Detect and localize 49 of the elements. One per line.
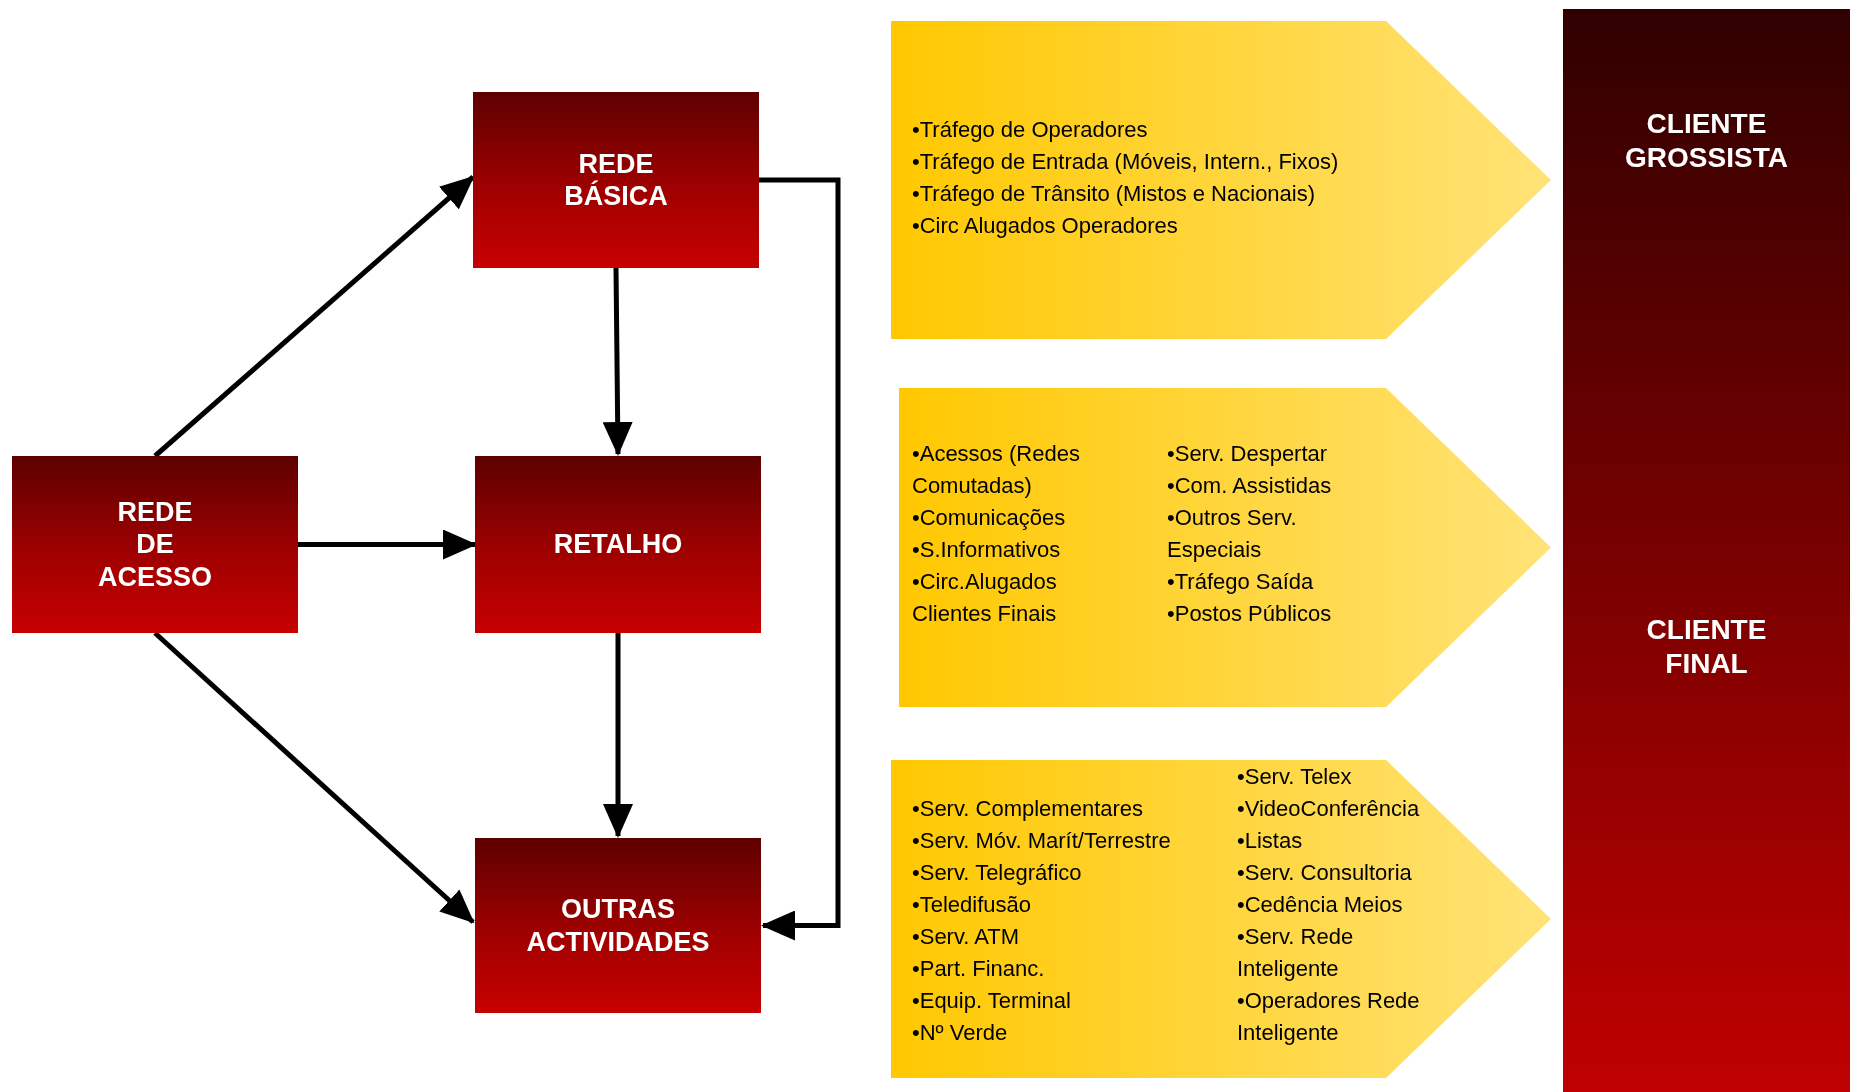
list-item: •Serv. Telex bbox=[1237, 763, 1353, 791]
process-box bbox=[473, 92, 759, 268]
arrow bbox=[298, 529, 477, 560]
list-item: •Tráfego de Trânsito (Mistos e Nacionais) bbox=[912, 180, 1317, 208]
list-item: •Part. Financ. bbox=[912, 955, 1046, 983]
band-label: CLIENTE GROSSISTA bbox=[1625, 107, 1788, 175]
list-item: •Serv. Rede Inteligente bbox=[1237, 923, 1355, 983]
client-band bbox=[1563, 328, 1850, 1092]
process-box bbox=[475, 456, 761, 633]
list-item: •Nº Verde bbox=[912, 1019, 1009, 1047]
list-item: •Tráfego Saída bbox=[1167, 568, 1315, 596]
list-item: •Serv. Móv. Marít/Terrestre bbox=[912, 827, 1172, 855]
arrow bbox=[603, 633, 633, 838]
pentagon-panel bbox=[891, 21, 1551, 339]
box-label: REDE BÁSICA bbox=[564, 147, 668, 213]
list-item: •Cedência Meios bbox=[1237, 891, 1404, 919]
list-item: •VideoConferência bbox=[1237, 795, 1421, 823]
process-box bbox=[12, 456, 298, 633]
list-item: •Postos Públicos bbox=[1167, 600, 1333, 628]
client-band bbox=[1563, 9, 1850, 328]
list-item: •Operadores Rede Inteligente bbox=[1237, 987, 1421, 1047]
arrow bbox=[153, 175, 475, 458]
list-item: •Outros Serv. Especiais bbox=[1167, 504, 1298, 564]
list-item: •S.Informativos bbox=[912, 536, 1062, 564]
list-item: •Serv. Complementares bbox=[912, 795, 1145, 823]
list-item: •Comunicações bbox=[912, 504, 1067, 532]
list-item: •Equip. Terminal bbox=[912, 987, 1072, 1015]
process-box bbox=[475, 838, 761, 1013]
box-label: OUTRAS ACTIVIDADES bbox=[526, 893, 710, 958]
list-item: •Circ.Alugados Clientes Finais bbox=[912, 568, 1058, 628]
arrow bbox=[602, 267, 633, 456]
list-item: •Teledifusão bbox=[912, 891, 1032, 919]
arrow bbox=[759, 177, 841, 941]
list-item: •Serv. Telegráfico bbox=[912, 859, 1083, 887]
list-item: •Serv. ATM bbox=[912, 923, 1021, 951]
list-item: •Tráfego de Operadores bbox=[912, 116, 1149, 144]
list-item: •Com. Assistidas bbox=[1167, 472, 1333, 500]
list-item: •Listas bbox=[1237, 827, 1304, 855]
pentagon-panel bbox=[899, 388, 1551, 707]
list-item: •Acessos (Redes Comutadas) bbox=[912, 440, 1081, 500]
list-item: •Circ Alugados Operadores bbox=[912, 212, 1179, 240]
pentagon-panel bbox=[891, 760, 1551, 1078]
band-label: CLIENTE FINAL bbox=[1646, 613, 1767, 681]
list-item: •Serv. Consultoria bbox=[1237, 859, 1413, 887]
box-label: RETALHO bbox=[553, 528, 683, 561]
list-item: •Tráfego de Entrada (Móveis, Intern., Fixos) bbox=[912, 148, 1340, 176]
list-item: •Serv. Despertar bbox=[1167, 440, 1329, 468]
arrow bbox=[153, 631, 475, 924]
box-label: REDE DE ACESSO bbox=[98, 495, 212, 594]
